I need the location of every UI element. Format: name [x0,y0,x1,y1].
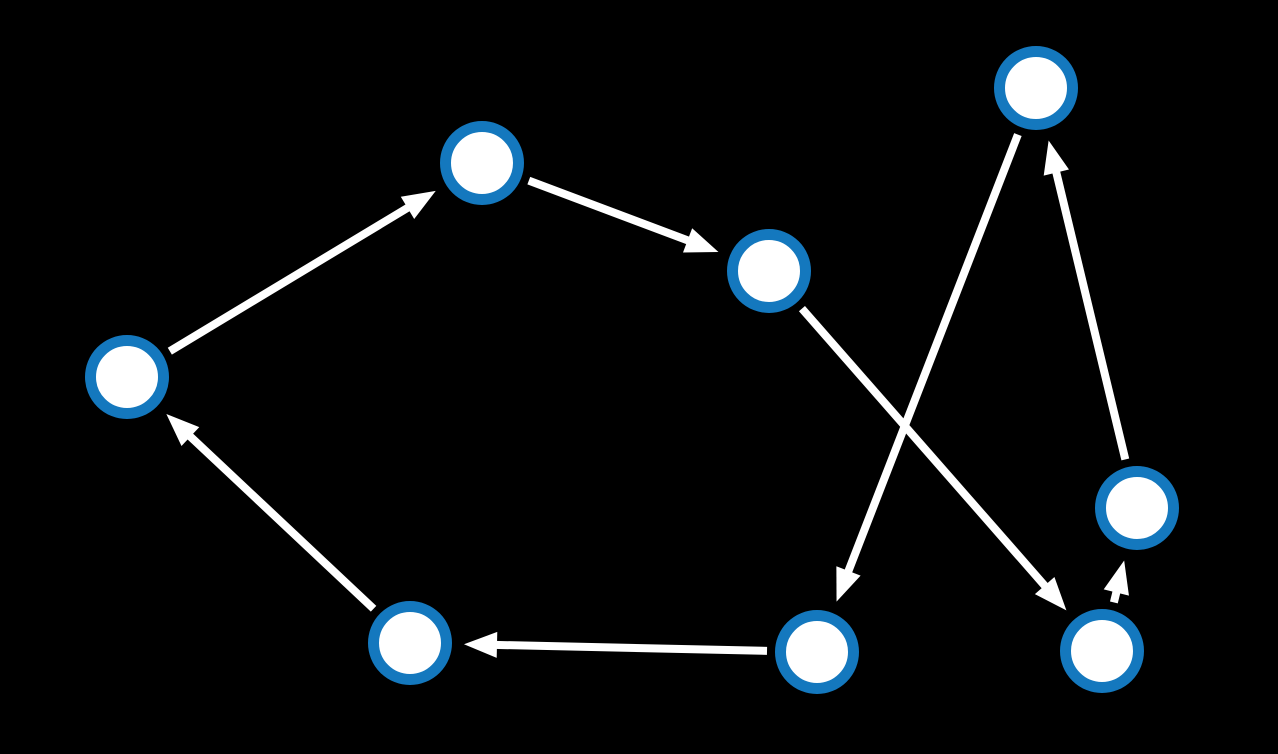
edges-layer [166,133,1130,658]
graph-edge-n-bottom-left-to-n-left [166,413,377,612]
graph-node-n-bottom-right [1060,609,1144,693]
graph-node-n-bottom-left [368,601,452,685]
edge-shaft [185,431,377,612]
edge-shaft [167,202,413,355]
graph-node-n-upper-middle [440,121,524,205]
edge-shaft [798,305,1050,591]
arrowhead-icon [400,190,436,220]
arrowhead-icon [1034,577,1067,611]
arrowhead-icon [836,566,861,602]
graph-edge-n-bottom-right-to-n-right-middle [1103,560,1129,604]
edge-shaft [843,133,1022,576]
graph-node-n-right-middle [1095,466,1179,550]
graph-edge-n-upper-middle-to-n-center [527,176,719,253]
arrowhead-icon [463,631,498,658]
graph-node-n-center [727,229,811,313]
arrowhead-icon [1103,560,1129,596]
graph-edge-n-top-right-to-n-bottom-middle [836,133,1022,602]
nodes-layer [85,46,1179,694]
graph-edge-n-center-to-n-bottom-right [798,305,1067,611]
edge-shaft [1051,168,1130,461]
graph-edge-n-right-middle-to-n-top-right [1043,140,1130,461]
arrowhead-icon [166,413,200,447]
arrowhead-icon [1043,140,1069,176]
graph-node-n-left [85,335,169,419]
graph-edge-n-bottom-middle-to-n-bottom-left [463,631,768,658]
graph-edge-n-left-to-n-upper-middle [167,190,436,355]
edge-shaft [527,176,692,246]
arrowhead-icon [682,228,719,253]
graph-node-n-bottom-middle [775,610,859,694]
graph-node-n-top-right [994,46,1078,130]
edge-shaft [493,640,768,655]
